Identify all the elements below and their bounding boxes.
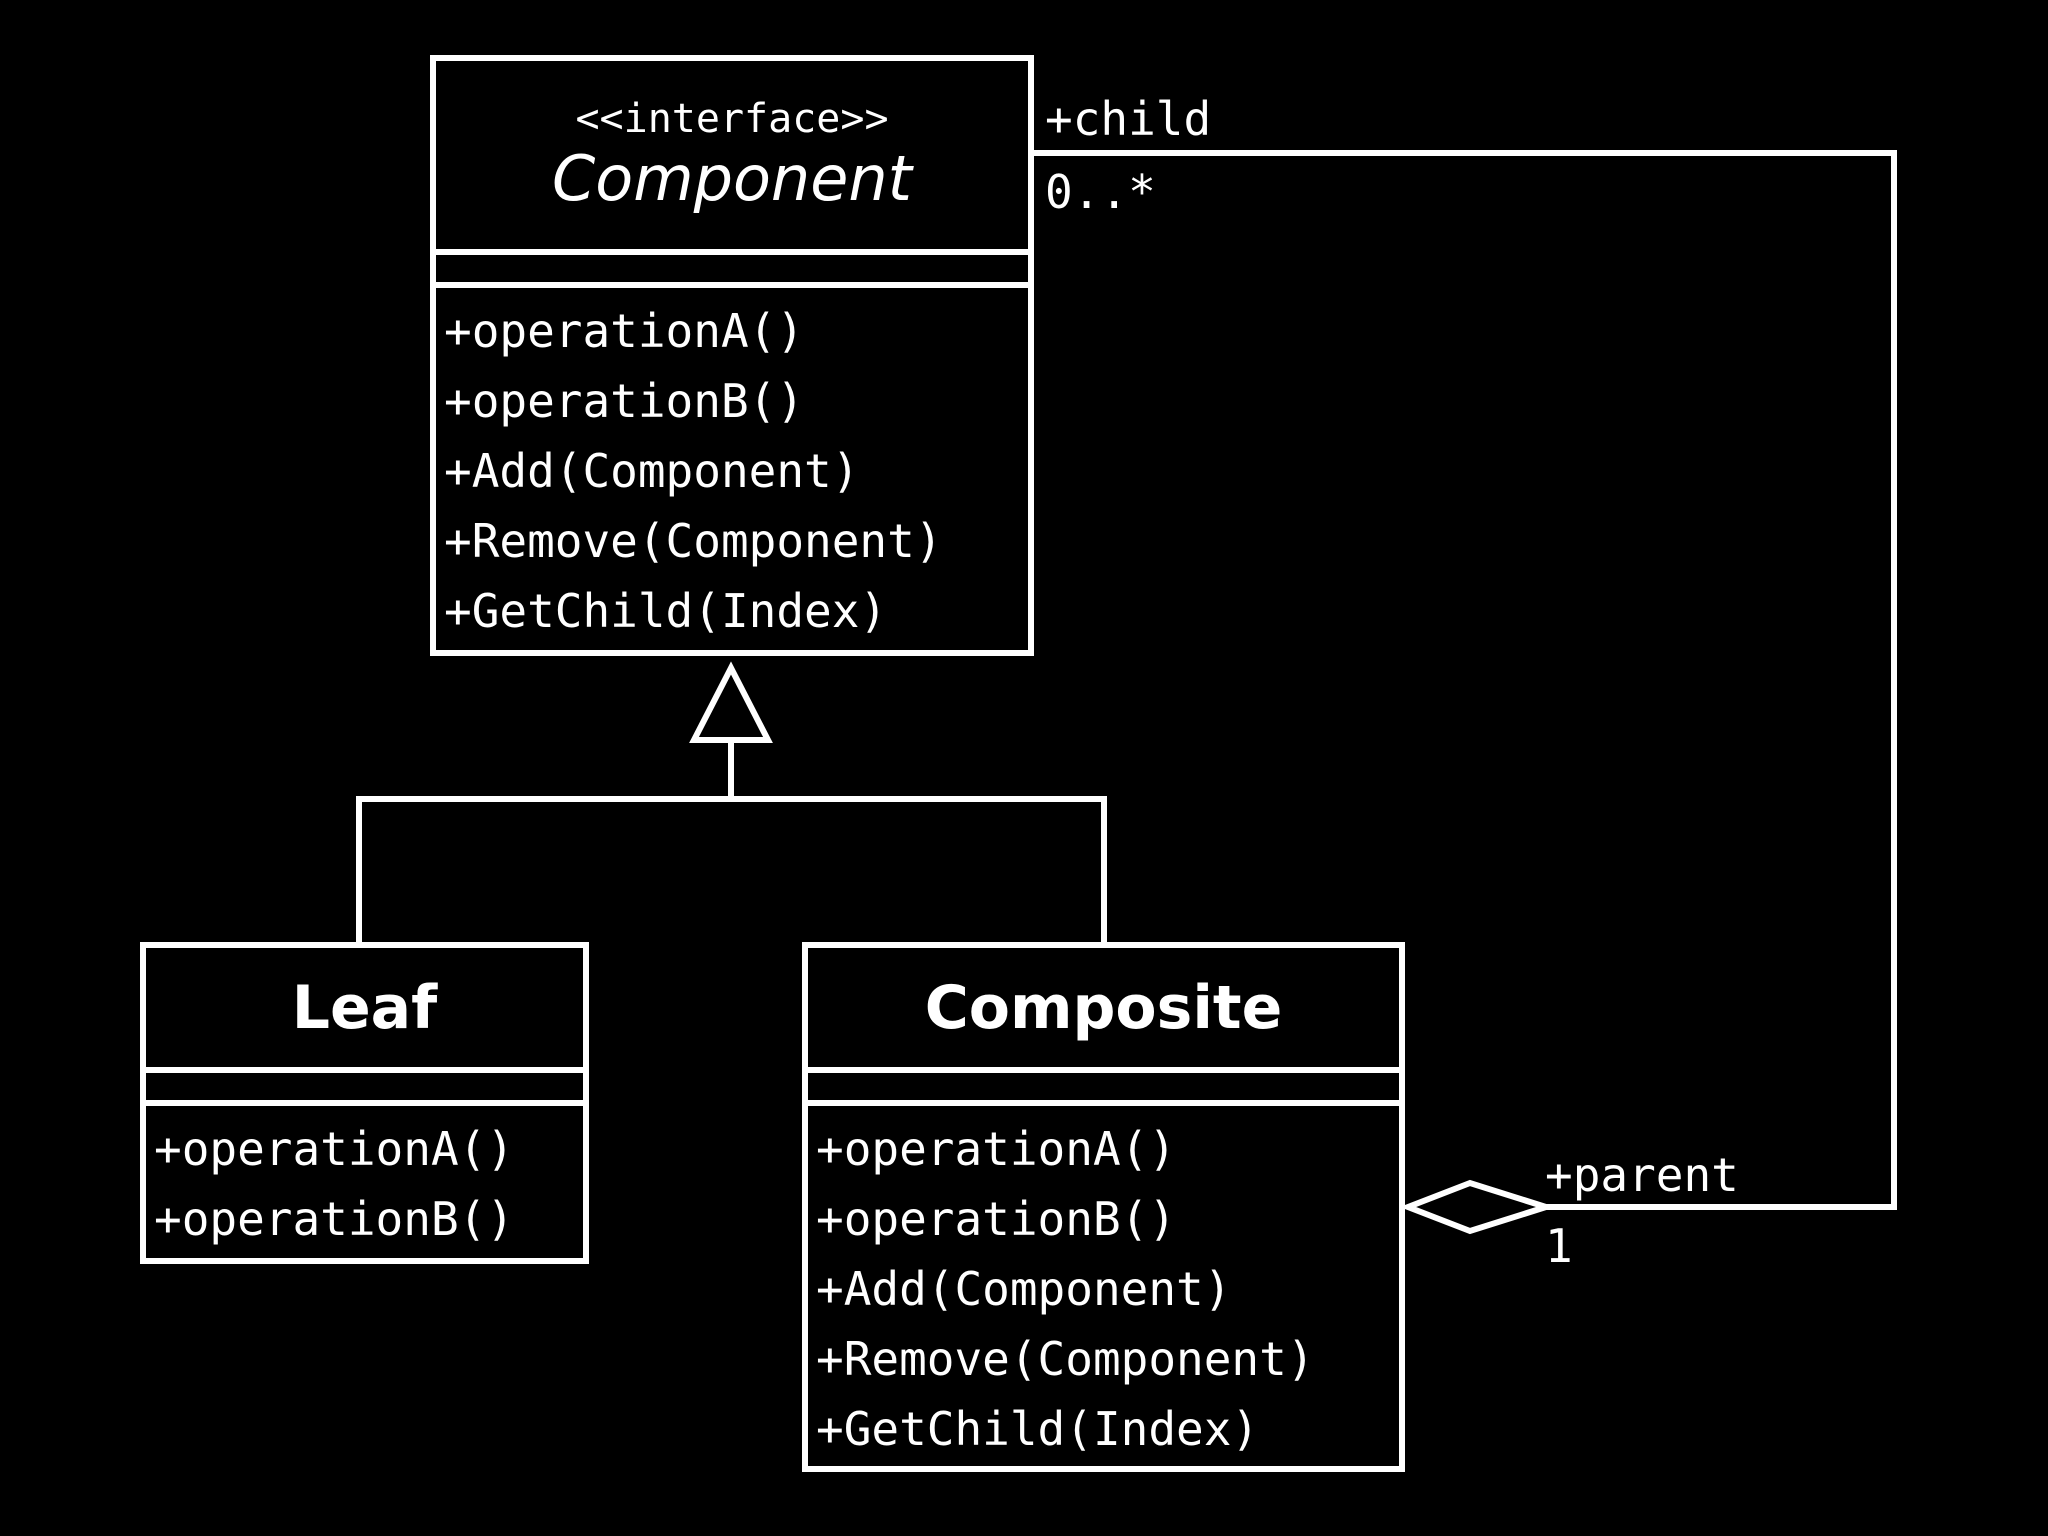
component-interface-class: <<interface>> Component +operationA() +o… [430,55,1034,656]
leaf-attributes-compartment [146,1073,583,1106]
component-name-compartment: <<interface>> Component [436,61,1028,255]
composite-operations-compartment: +operationA() +operationB() +Add(Compone… [808,1106,1399,1464]
composite-operation: +Add(Component) [816,1262,1232,1316]
child-multiplicity-label: 0..* [1045,165,1156,219]
component-operation: +operationA() [444,304,805,358]
interface-stereotype: <<interface>> [575,96,889,142]
leaf-operations-compartment: +operationA() +operationB() [146,1106,583,1254]
generalization-arrowhead [689,661,773,743]
composite-operation: +Remove(Component) [816,1332,1315,1386]
leaf-class: Leaf +operationA() +operationB() [140,942,589,1264]
component-operation: +Add(Component) [444,444,860,498]
parent-role-label: +parent [1545,1148,1739,1202]
child-role-label: +child [1045,92,1212,146]
composite-class-name: Composite [924,972,1283,1043]
component-operation: +GetChild(Index) [444,584,888,638]
composite-operation: +operationA() [816,1122,1177,1176]
leaf-class-name: Leaf [291,972,438,1043]
component-operation: +Remove(Component) [444,514,943,568]
parent-multiplicity-label: 1 [1545,1219,1573,1273]
composite-operation: +GetChild(Index) [816,1402,1260,1456]
component-class-name: Component [552,142,912,215]
composite-class: Composite +operationA() +operationB() +A… [802,942,1405,1472]
aggregation-connector [1034,150,1897,1210]
component-attributes-compartment [436,255,1028,288]
composite-operation: +operationB() [816,1192,1177,1246]
leaf-operation: +operationB() [154,1192,515,1246]
composite-attributes-compartment [808,1073,1399,1106]
component-operations-compartment: +operationA() +operationB() +Add(Compone… [436,288,1028,646]
composite-name-compartment: Composite [808,948,1399,1073]
generalization-connector [356,796,1107,942]
component-operation: +operationB() [444,374,805,428]
leaf-operation: +operationA() [154,1122,515,1176]
leaf-name-compartment: Leaf [146,948,583,1073]
aggregation-diamond [1399,1179,1556,1235]
